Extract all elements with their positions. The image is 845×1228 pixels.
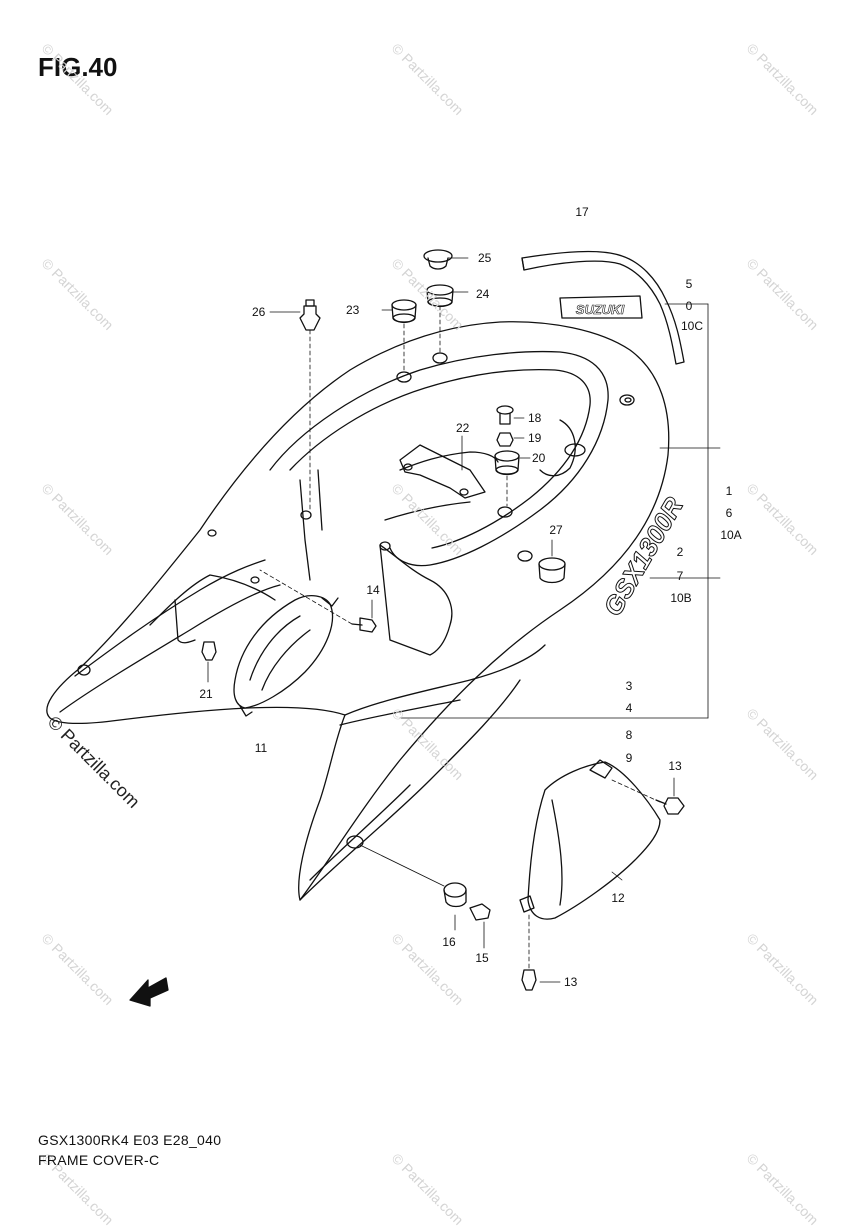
grommet-16-part[interactable] [443,882,467,908]
callout-0: 0 [686,299,693,313]
model-code: GSX1300RK4 E03 E28_040 [38,1132,222,1148]
callout-13-lower: 13 [564,975,578,989]
screw-13-upper-part[interactable] [655,797,685,815]
leader-lines [207,257,721,983]
undertray-part[interactable] [233,594,339,717]
plug-27-part[interactable] [538,557,566,584]
callout-3: 3 [626,679,633,693]
callout-16: 16 [442,935,456,949]
callout-25: 25 [478,251,492,265]
figure-subtitle: FRAME COVER-C [38,1152,160,1168]
callout-10b: 10B [670,591,691,605]
parts-diagram: SUZUKI GSX1300R [46,205,742,1007]
clip-26-part[interactable] [299,299,321,331]
callout-4: 4 [626,701,633,715]
callout-19: 19 [528,431,542,445]
callout-27: 27 [549,523,563,537]
callout-labels: 17 25 24 23 26 5 0 10C 18 19 22 20 1 6 1… [199,205,741,989]
emblem-text: SUZUKI [576,302,625,317]
callout-12: 12 [611,891,625,905]
callout-20: 20 [532,451,546,465]
seat-cowl-part[interactable] [46,321,670,901]
callout-26: 26 [252,305,266,319]
grab-rail-part[interactable] [521,250,685,365]
callout-21: 21 [199,687,213,701]
callout-5: 5 [686,277,693,291]
callout-8: 8 [626,728,633,742]
callout-17: 17 [575,205,589,219]
callout-14: 14 [366,583,380,597]
callout-24: 24 [476,287,490,301]
callout-7: 7 [677,569,684,583]
callout-15: 15 [475,951,489,965]
forward-arrow-icon [129,977,169,1007]
screw-14-part[interactable] [351,617,377,633]
callout-22: 22 [456,421,470,435]
clip-13-lower-part[interactable] [521,969,537,991]
side-cover-part[interactable] [519,759,661,920]
grommet-23-part[interactable] [391,299,417,324]
clip-21-part[interactable] [201,641,217,661]
callout-10a: 10A [720,528,741,542]
callout-2: 2 [677,545,684,559]
callout-6: 6 [726,506,733,520]
callout-13-upper: 13 [668,759,682,773]
cap-25-part[interactable] [423,249,453,270]
nut-19-part[interactable] [496,432,514,447]
callout-1: 1 [726,484,733,498]
callout-11: 11 [255,741,268,755]
figure-title: FIG.40 [38,52,118,82]
callout-9: 9 [626,751,633,765]
cushion-20-part[interactable] [494,450,520,476]
bolt-18-part[interactable] [496,405,514,425]
callout-18: 18 [528,411,542,425]
callout-10c: 10C [681,319,703,333]
callout-23: 23 [346,303,360,317]
bolt-15-part[interactable] [469,903,491,921]
suzuki-emblem-part[interactable]: SUZUKI [559,295,643,319]
